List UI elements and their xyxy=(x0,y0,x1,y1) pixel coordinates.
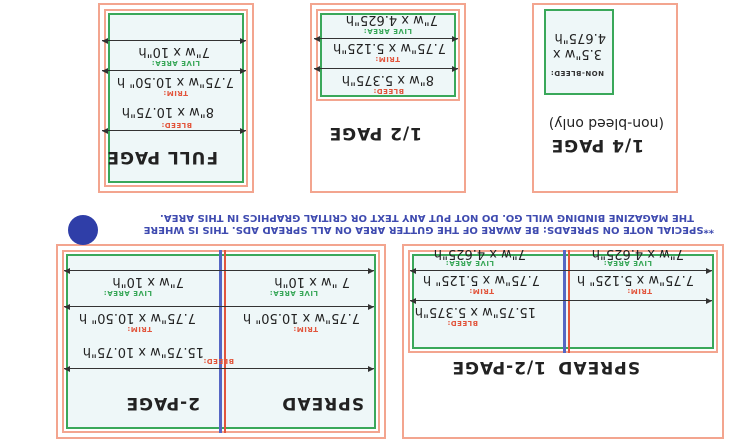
half-page-bleed-arrow xyxy=(314,68,458,69)
half-page-trim-dim: 7.75"w x 5.125"h xyxy=(333,40,446,55)
half-spread-bleed-label: BLEED: xyxy=(447,319,478,327)
quarter-page-subtitle: (non-bleed only) xyxy=(548,115,664,131)
spread-right-live-label: LIVE AREA: xyxy=(269,289,318,297)
full-page-trim-arrow xyxy=(102,70,246,71)
spread-live-arrow xyxy=(64,270,374,271)
full-page-bleed-dim: 8"w x 10.75"h xyxy=(121,104,214,119)
spread-right-trim-label: TRIM: xyxy=(292,325,318,333)
quarter-page-title: 1/4 PAGE xyxy=(550,135,644,155)
half-spread-title-left: 1/2-PAGE xyxy=(451,357,546,377)
quarter-page-nonbleed-label: NON-BLEED: xyxy=(550,69,604,77)
spread-gutter-blue xyxy=(219,250,222,433)
two-page-spread-panel: SPREAD 2-PAGE BLEED: 15.75"w x 10.75"h T… xyxy=(56,244,386,439)
half-spread-bleed-arrow xyxy=(410,300,712,301)
half-spread-right-trim-label: TRIM: xyxy=(626,287,652,295)
spread-left-trim-dim: 7.75"w x 10.50" h xyxy=(78,310,196,325)
half-page-bleed-dim: 8"w x 5.375"h xyxy=(341,72,434,87)
full-page-title: FULL PAGE xyxy=(106,147,218,167)
spread-left-trim-label: TRIM: xyxy=(126,325,152,333)
quarter-page-panel: 1/4 PAGE (non-bleed only) NON-BLEED: 3.5… xyxy=(532,3,678,193)
full-page-bleed-arrow xyxy=(102,130,246,131)
spread-bleed-dim: 15.75"w x 10.75"h xyxy=(82,344,204,359)
full-page-live-arrow xyxy=(102,40,246,41)
half-page-trim-arrow xyxy=(314,38,458,39)
half-page-bleed-label: BLEED: xyxy=(373,87,404,95)
quarter-page-dim-w: 3.5"w x xyxy=(552,46,602,61)
spread-trim-arrow xyxy=(64,306,374,307)
full-page-live-label: LIVE AREA: xyxy=(151,59,200,67)
half-page-title: 1/2 PAGE xyxy=(328,123,422,143)
spread-bleed-arrow xyxy=(64,368,374,369)
spread-bleed-label: BLEED: xyxy=(203,357,234,365)
spread-right-live-dim: 7 "w x 10"h xyxy=(274,274,350,289)
half-spread-gutter-blue xyxy=(563,250,566,353)
spread-gutter-red xyxy=(224,250,226,433)
spread-right-trim-dim: 7.75"w x 10.50" h xyxy=(242,310,360,325)
spread-left-live-dim: 7"w x 10"h xyxy=(112,274,184,289)
half-spread-right-live-dim: 7"w x 4.625"h xyxy=(591,246,684,261)
half-page-live-label: LIVE AREA: xyxy=(363,27,412,35)
half-spread-left-trim-label: TRIM: xyxy=(468,287,494,295)
full-page-panel: FULL PAGE BLEED: 8"w x 10.75"h TRIM: 7.7… xyxy=(98,3,254,193)
spread-note-line-2: THE MAGAZINE BINDING WILL GO. DO NOT PUT… xyxy=(159,212,694,223)
full-page-trim-label: TRIM: xyxy=(162,89,188,97)
spread-title-right: SPREAD xyxy=(281,393,364,413)
half-spread-title-right: SPREAD xyxy=(557,357,640,377)
half-spread-bleed-dim: 15.75"w x 5.375"h xyxy=(414,304,536,319)
spread-left-live-label: LIVE AREA: xyxy=(103,289,152,297)
spread-note-line-1: **SPECIAL NOTE ON SPREADS: BE AWARE OF T… xyxy=(143,224,714,235)
half-page-live-dim: 7"w x 4.625"h xyxy=(345,12,438,27)
quarter-page-dim-h: 4.675"h xyxy=(554,30,606,45)
full-page-bleed-label: BLEED: xyxy=(161,121,192,129)
half-page-spread-panel: SPREAD 1/2-PAGE BLEED: 15.75"w x 5.375"h… xyxy=(402,244,724,439)
full-page-trim-dim: 7.75"w x 10.50" h xyxy=(116,74,234,89)
half-page-panel: 1/2 PAGE BLEED: 8"w x 5.375"h TRIM: 7.75… xyxy=(310,3,466,193)
spread-title-left: 2-PAGE xyxy=(125,393,200,413)
half-spread-gutter-red xyxy=(568,250,570,353)
half-spread-right-trim-dim: 7.75"w x 5.125" h xyxy=(576,272,694,287)
half-page-trim-label: TRIM: xyxy=(374,55,400,63)
half-spread-trim-arrow xyxy=(410,270,712,271)
half-spread-left-trim-dim: 7.75"w x 5.125" h xyxy=(422,272,540,287)
full-page-live-dim: 7"w x 10"h xyxy=(138,44,210,59)
note-bullet-dot xyxy=(68,215,98,245)
half-spread-left-live-dim: 7"w x 4.625"h xyxy=(433,246,526,261)
